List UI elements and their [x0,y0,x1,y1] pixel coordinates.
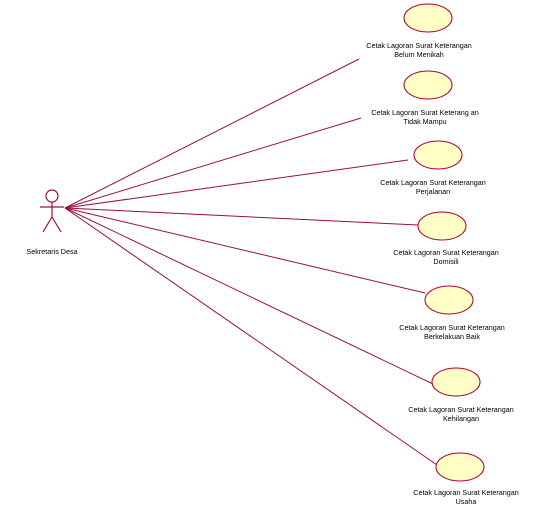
association-line-7 [64,207,438,466]
use-case-label-2: Cetak Lagoran Surat Keterang an Tidak Ma… [371,108,479,126]
association-line-3 [64,159,409,209]
use-case-label-1: Cetak Lagoran Surat Keterangan Belum Men… [366,41,472,59]
use-case-label-5: Cetak Lagoran Surat Keterangan Berkelaku… [399,323,505,341]
use-case-ellipse-7 [435,452,485,482]
actor-left-leg [42,216,53,233]
association-lines [64,58,438,466]
association-line-2 [64,117,362,209]
association-line-6 [64,207,434,385]
actor-right-leg [51,216,62,233]
association-line-1 [64,58,360,209]
association-line-4 [64,207,419,226]
actor-label: Sekretaris Desa [26,247,78,256]
actor-figure [40,189,64,233]
use-case-ellipse-5 [424,285,474,315]
use-case-ellipse-2 [403,70,453,100]
actor-head [45,189,59,203]
use-case-label-3: Cetak Lagoran Surat Keterangan Perjalana… [380,178,486,196]
use-case-ellipse-6 [431,367,481,397]
use-case-ellipses [403,3,485,482]
use-case-ellipse-1 [403,3,453,33]
use-case-ellipse-3 [413,140,463,170]
use-case-label-4: Cetak Lagoran Surat Keterangan Domisili [393,248,499,266]
use-case-ellipse-4 [417,211,467,241]
use-case-label-7: Cetak Lagoran Surat Keterangan Usaha [413,488,519,506]
use-case-label-6: Cetak Lagoran Surat Keterangan Kehilanga… [408,405,514,423]
association-line-5 [64,207,426,294]
